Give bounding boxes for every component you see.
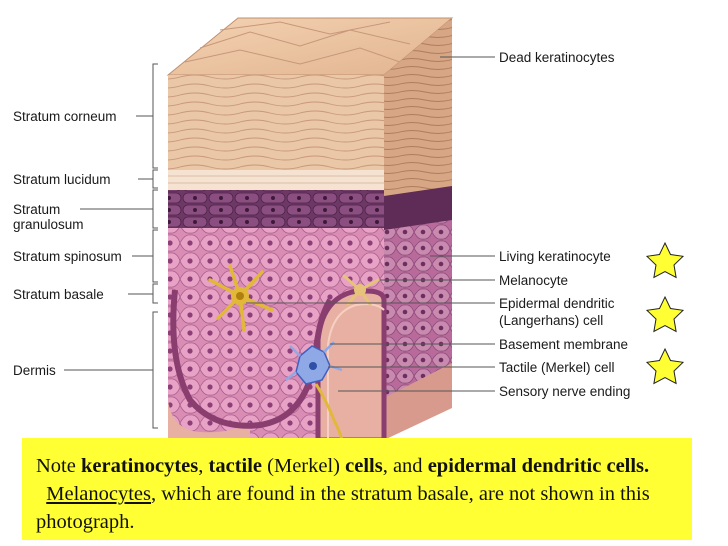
- note-box: Note keratinocytes, tactile (Merkel) cel…: [22, 438, 692, 540]
- sensory-nerve: [314, 383, 344, 441]
- note-text: [36, 483, 46, 505]
- note-text: ,: [198, 455, 209, 477]
- note-text: , which are found in the stratum basale,…: [36, 483, 650, 533]
- note-keratinocytes: keratinocytes: [80, 455, 199, 477]
- label-melanocyte: Melanocyte: [499, 273, 569, 288]
- label-stratum-granulosum-1: Stratum: [13, 202, 61, 217]
- note-text: Note: [36, 455, 81, 477]
- label-stratum-lucidum: Stratum lucidum: [13, 172, 111, 187]
- label-stratum-granulosum-2: granulosum: [13, 217, 84, 232]
- note-epidermal-dendritic: epidermal dendritic cells.: [427, 455, 650, 477]
- label-sensory-nerve: Sensory nerve ending: [499, 384, 631, 399]
- langerhans-cell: [342, 274, 380, 306]
- label-epidermal-dendritic-1: Epidermal dendritic: [499, 296, 615, 311]
- star-icon: [645, 241, 685, 279]
- label-stratum-spinosum: Stratum spinosum: [13, 249, 122, 264]
- stratum-lucidum-layer: [168, 170, 384, 190]
- label-dead-keratinocytes: Dead keratinocytes: [499, 50, 615, 65]
- label-basement-membrane: Basement membrane: [499, 337, 629, 352]
- note-melanocytes: Melanocytes: [46, 483, 151, 505]
- label-dermis: Dermis: [13, 363, 56, 378]
- star-icon: [645, 295, 685, 333]
- note-text: , and: [382, 455, 428, 477]
- left-brackets: [148, 63, 158, 429]
- label-stratum-corneum: Stratum corneum: [13, 109, 117, 124]
- label-epidermal-dendritic-2: (Langerhans) cell: [499, 313, 604, 328]
- block-side-face: [384, 18, 452, 440]
- label-living-keratinocyte: Living keratinocyte: [499, 249, 611, 264]
- stratum-corneum-layer: [168, 75, 384, 170]
- stratum-granulosum-layer: [168, 190, 384, 228]
- dermis-layer: [168, 288, 387, 443]
- note-cells: cells: [345, 455, 383, 477]
- label-tactile-merkel: Tactile (Merkel) cell: [499, 360, 615, 375]
- note-text: (Merkel): [262, 455, 346, 477]
- merkel-cell: [285, 341, 343, 385]
- star-icon: [645, 347, 685, 385]
- right-leader-lines: [246, 56, 495, 392]
- note-tactile: tactile: [208, 455, 263, 477]
- left-leader-lines: [64, 115, 148, 371]
- label-stratum-basale: Stratum basale: [13, 287, 104, 302]
